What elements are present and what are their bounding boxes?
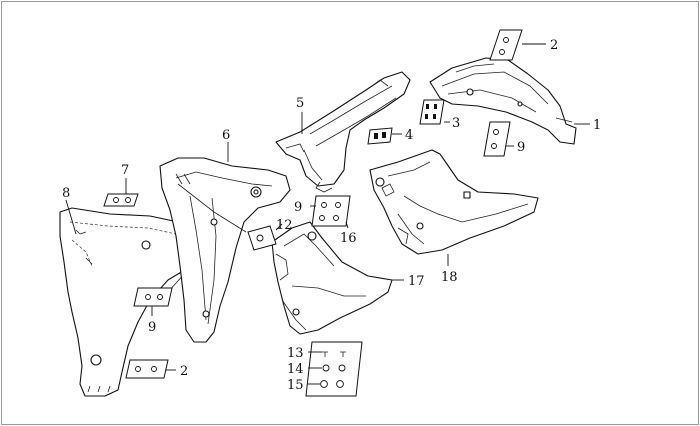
callout-5: 5 — [296, 96, 304, 111]
callout-3: 3 — [452, 116, 460, 131]
callout-9-middle: 9 — [294, 200, 302, 215]
part-6-side-bracket — [159, 157, 291, 343]
callout-12: 12 — [276, 218, 293, 233]
callout-2-top: 2 — [550, 38, 558, 53]
callout-1: 1 — [593, 118, 601, 133]
part-5-upper-duct — [275, 71, 411, 193]
part-18-lower-fairing — [369, 149, 539, 255]
callout-9-right: 9 — [517, 140, 525, 155]
hardware-plate-9-right — [483, 121, 511, 157]
callout-16: 16 — [340, 231, 357, 246]
hardware-plate-12 — [247, 225, 277, 251]
callout-18: 18 — [441, 270, 458, 285]
part-17-center-lower-panel — [271, 221, 393, 335]
hardware-plate-13-15 — [305, 341, 363, 397]
callout-8: 8 — [62, 186, 70, 201]
hardware-plate-9-16 — [311, 195, 351, 227]
callout-7: 7 — [121, 163, 129, 178]
callout-4: 4 — [405, 128, 413, 143]
callout-2-bottom: 2 — [180, 364, 188, 379]
hardware-plate-7 — [103, 193, 139, 207]
leader-lines — [65, 43, 590, 385]
callout-17: 17 — [408, 274, 425, 289]
callout-9-left: 9 — [148, 320, 156, 335]
hardware-plate-2-bottom — [125, 359, 169, 379]
hardware-plate-9-left — [133, 287, 173, 307]
hardware-plate-4 — [367, 127, 393, 145]
callout-labels: 1 2 3 4 5 6 7 8 9 9 9 12 16 17 18 13 14 … — [62, 38, 601, 393]
callout-6: 6 — [222, 128, 230, 143]
part-8-left-cover-panel — [59, 207, 197, 397]
hardware-plate-3 — [419, 99, 445, 125]
hardware-plate-2-top — [489, 29, 523, 61]
callout-13: 13 — [287, 346, 304, 361]
callout-14: 14 — [287, 362, 304, 377]
callout-15: 15 — [287, 378, 304, 393]
